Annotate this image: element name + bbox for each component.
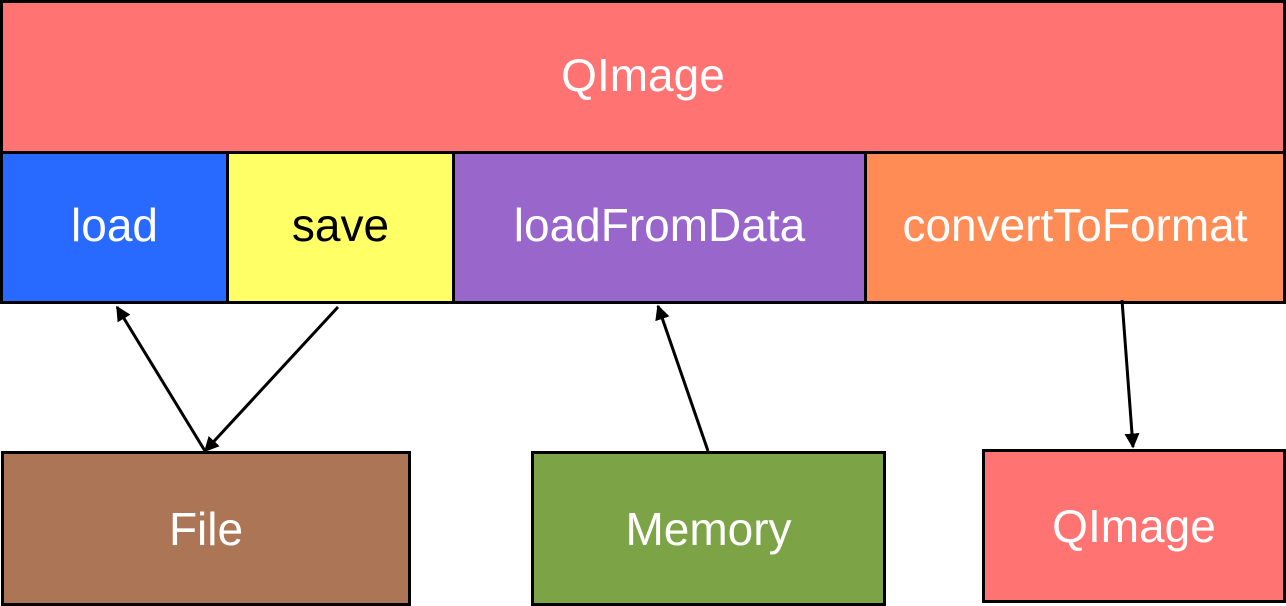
convert-to-format-method-label: convertToFormat	[902, 198, 1248, 251]
load-from-data-method-box: loadFromData	[452, 151, 867, 304]
qimage-class-label: QImage	[561, 49, 725, 101]
load-from-data-method-label: loadFromData	[513, 198, 806, 251]
save-method-box: save	[226, 151, 455, 304]
convert-to-format-method-box: convertToFormat	[864, 151, 1286, 304]
file-to-load-arrow	[115, 305, 207, 452]
save-method-label: save	[291, 198, 390, 251]
file-node-box: File	[1, 451, 411, 606]
memory-to-load-from-data-arrow	[655, 304, 710, 452]
save-to-file-arrow	[203, 305, 340, 453]
load-method-box: load	[0, 151, 229, 304]
load-method-label: load	[71, 198, 158, 251]
memory-node-box: Memory	[531, 451, 886, 606]
file-node-label: File	[168, 502, 244, 555]
qimage-result-node-box: QImage	[982, 449, 1286, 603]
qimage-result-node-label: QImage	[1052, 500, 1216, 552]
memory-node-label: Memory	[625, 502, 792, 555]
convert-to-format-to-qimage-arrow	[1120, 299, 1140, 449]
qimage-class-box: QImage	[0, 0, 1286, 154]
